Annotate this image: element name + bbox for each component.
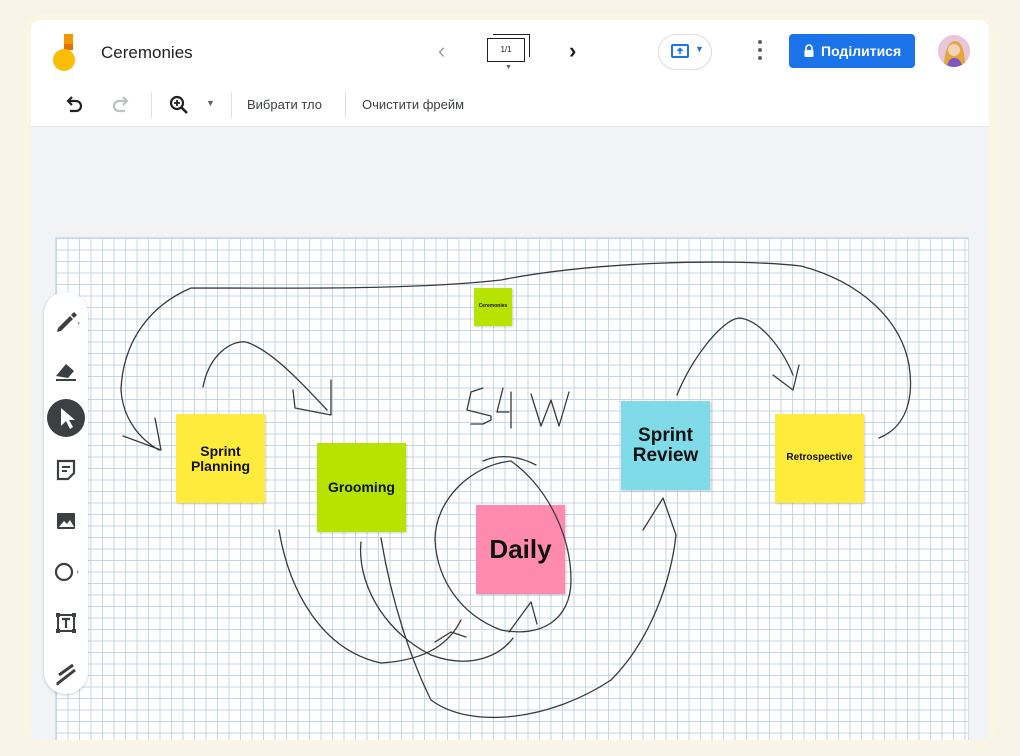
sticky-note-sprint-planning[interactable]: Sprint Planning — [176, 414, 265, 503]
sticky-text: Retrospective — [786, 452, 853, 464]
zoom-in-icon[interactable] — [166, 92, 192, 118]
board-title[interactable]: Ceremonies — [101, 43, 193, 62]
frame-counter: 1/1 — [487, 38, 525, 62]
frame-stack-icon — [493, 34, 530, 57]
sticky-note-grooming[interactable]: Grooming — [317, 443, 406, 532]
choose-background-button[interactable]: Вибрати тло — [247, 97, 323, 112]
toolbar-divider — [151, 92, 152, 118]
present-button[interactable]: ▼ — [658, 34, 712, 70]
jamboard-logo-icon — [53, 34, 75, 71]
sticky-text: Sprint Review — [632, 424, 699, 466]
previous-frame-button[interactable]: ‹ — [438, 38, 446, 63]
sticky-note-retrospective[interactable]: Retrospective — [775, 414, 864, 503]
toolbar-divider — [231, 92, 232, 118]
undo-icon[interactable] — [61, 92, 87, 118]
chevron-down-icon: ▼ — [505, 64, 512, 71]
toolbar-divider — [345, 92, 346, 118]
frame-indicator[interactable]: 1/1 ▼ — [487, 34, 533, 74]
cursor-icon[interactable] — [47, 399, 85, 437]
drawing-tools-panel — [44, 292, 88, 694]
eraser-icon[interactable] — [50, 354, 82, 386]
lock-icon — [804, 44, 814, 57]
sticky-note-icon[interactable] — [50, 454, 82, 486]
sticky-text: Sprint Planning — [190, 442, 251, 474]
share-label: Поділитися — [821, 43, 902, 59]
more-options-icon[interactable] — [751, 36, 769, 66]
clear-frame-button[interactable]: Очистити фрейм — [362, 97, 465, 112]
sticky-text: Ceremonies — [478, 303, 508, 310]
jamboard-window: Ceremonies ‹ 1/1 ▼ › ▼ Поділитися — [31, 20, 989, 740]
image-icon[interactable] — [50, 505, 82, 537]
jam-canvas[interactable]: Ceremonies Sprint Planning Grooming Dail… — [55, 237, 969, 740]
edit-toolbar: ▼ Вибрати тло Очистити фрейм — [31, 84, 989, 127]
zoom-chevron-down-icon[interactable]: ▼ — [206, 98, 215, 108]
pen-icon[interactable] — [50, 304, 82, 336]
sticky-note-daily[interactable]: Daily — [476, 505, 565, 594]
avatar[interactable] — [938, 35, 970, 67]
laser-icon[interactable] — [50, 658, 82, 690]
sticky-note-sprint-review[interactable]: Sprint Review — [621, 401, 710, 490]
text-box-icon[interactable] — [50, 607, 82, 639]
share-button[interactable]: Поділитися — [789, 34, 915, 68]
sticky-note-ceremonies[interactable]: Ceremonies — [474, 288, 512, 326]
circle-icon[interactable] — [50, 556, 82, 588]
sticky-text: Daily — [489, 533, 552, 564]
redo-icon[interactable] — [108, 92, 134, 118]
present-screen-icon — [671, 44, 689, 58]
next-frame-button[interactable]: › — [569, 38, 577, 63]
chevron-down-icon: ▼ — [695, 44, 704, 54]
sticky-text: Grooming — [328, 479, 395, 496]
top-bar: Ceremonies ‹ 1/1 ▼ › ▼ Поділитися — [31, 20, 989, 84]
